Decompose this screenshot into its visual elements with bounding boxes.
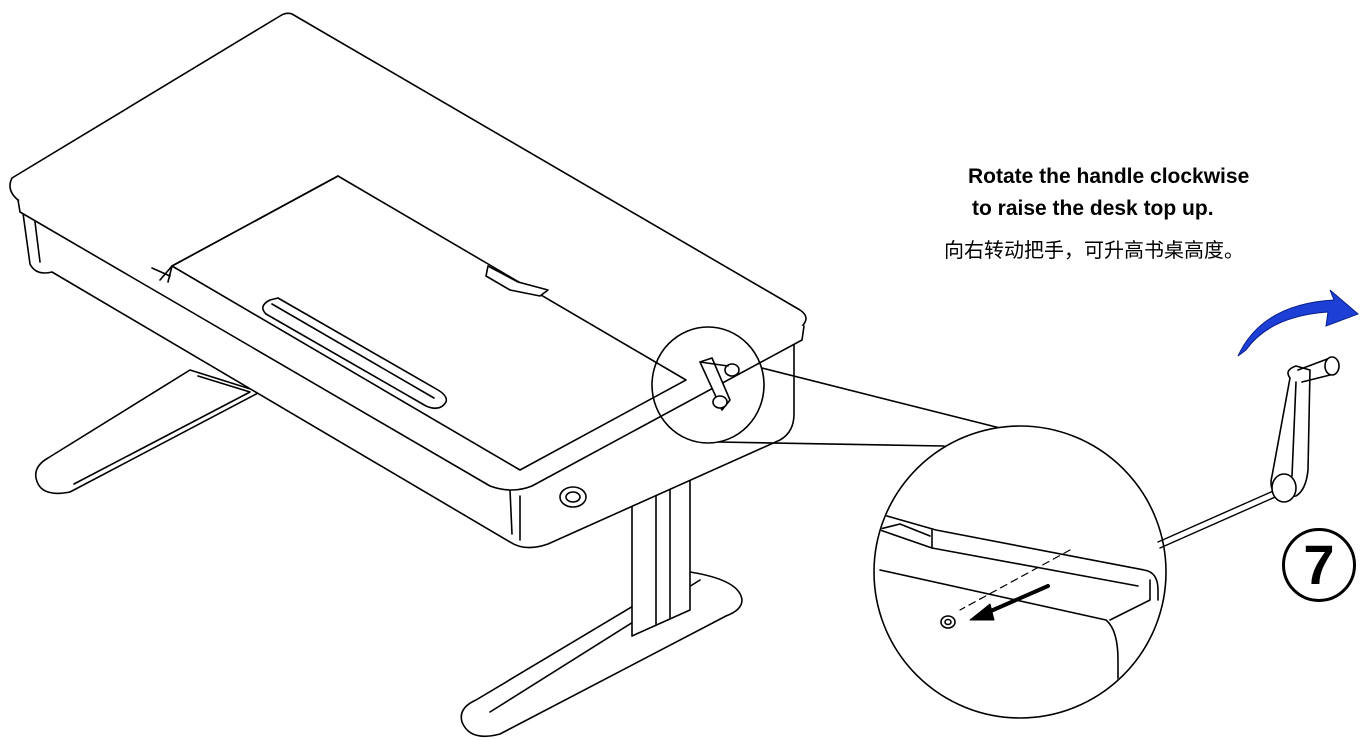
desk-legs (34, 369, 743, 738)
instruction-en-line1: Rotate the handle clockwise (968, 165, 1250, 188)
alignment-guide-line (959, 549, 1071, 611)
step-number-badge: 7 (1282, 528, 1356, 602)
instruction-cn: 向右转动把手，可升高书桌高度。 (944, 238, 1244, 262)
crank-handle-icon (699, 357, 740, 411)
callout-line-top (761, 367, 1001, 429)
desk-frame (21, 205, 795, 549)
loose-crank-handle (1157, 356, 1340, 549)
detail-view (873, 425, 1167, 719)
desk-top (9, 12, 807, 491)
rotation-arrow-icon (1237, 289, 1359, 357)
detail-callout-circle (651, 326, 765, 444)
insert-arrow-icon (969, 584, 1050, 621)
instruction-en-line2: to raise the desk top up. (972, 197, 1214, 220)
callout-line-bottom (717, 441, 945, 447)
